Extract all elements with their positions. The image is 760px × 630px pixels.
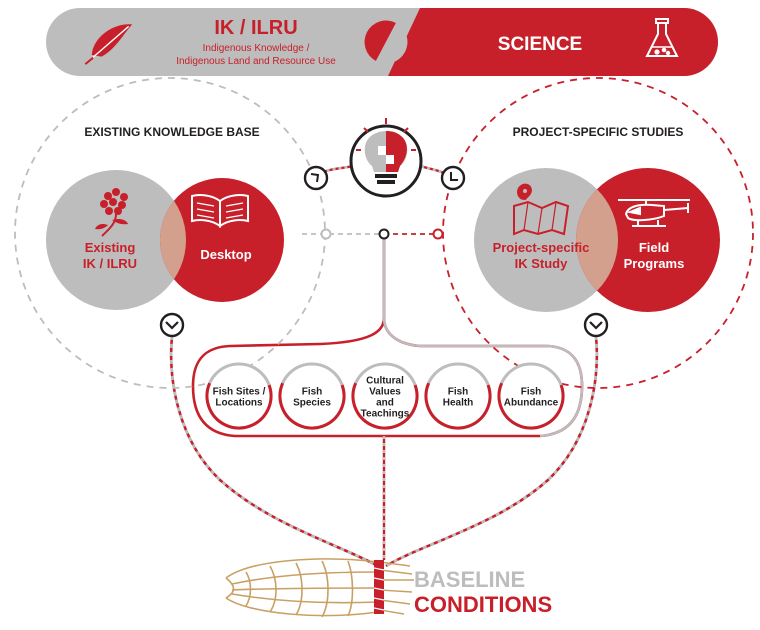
existing-ik-label-line2: IK / ILRU [83,256,137,271]
topic-ring-accent [424,362,492,430]
banner-ik-title: IK / ILRU [214,17,297,39]
existing-knowledge-group: EXISTING KNOWLEDGE BASE Existing IK / IL… [14,77,326,389]
connector-node-left [320,228,332,240]
clock-icon-right [440,165,466,191]
topic-label: Abundance [504,398,559,409]
field-programs-circle [576,168,720,312]
banner-ik-subtitle-line2: Indigenous Land and Resource Use [176,56,336,67]
topic-ring-accent [351,362,419,430]
lightbulb-puzzle-icon [349,118,423,198]
existing-heading: EXISTING KNOWLEDGE BASE [84,125,259,139]
clock-icon-left [303,165,329,191]
conditions-label: CONDITIONS [414,592,552,617]
baseline-label: BASELINE [414,567,525,592]
field-programs-label-line2: Programs [624,256,685,271]
topic-label: and [376,398,394,409]
map-pin-icon [513,183,570,236]
topic-label: Fish [302,387,323,398]
banner-science-title: SCIENCE [498,34,582,55]
connector-node-right [432,228,444,240]
topic-label: Locations [215,398,263,409]
banner-divider-icon [364,20,408,64]
topic-label: Fish [448,387,469,398]
topic-ring-accent [497,362,565,430]
banner-ik-subtitle-line1: Indigenous Knowledge / [203,43,310,54]
topic-label: Values [369,387,401,398]
desktop-label: Desktop [200,247,251,262]
topic-circles: Fish Sites /LocationsFishSpeciesCultural… [205,362,565,430]
connector-node-center [378,228,390,240]
topic-label: Species [293,398,331,409]
topic-label: Fish [521,387,542,398]
topic-ring-accent [205,362,273,430]
existing-ik-circle [46,170,186,310]
topic-ring-accent [278,362,346,430]
project-ik-label-line1: Project-specific [493,240,590,255]
project-specific-group: PROJECT-SPECIFIC STUDIES Project-specifi… [442,77,754,389]
topic-circle: Fish Sites /Locations [205,362,273,430]
top-banner: IK / ILRU Indigenous Knowledge / Indigen… [46,8,718,76]
field-programs-label-line1: Field [639,240,669,255]
banner-science-half [388,8,718,76]
flask-icon [645,18,679,57]
topic-label: Cultural [366,376,404,387]
chevron-down-icon-right [583,312,609,338]
feather-icon [84,24,133,65]
chevron-down-icon-left [159,312,185,338]
project-ik-label-line2: IK Study [515,256,568,271]
book-icon [191,194,249,228]
topic-label: Fish Sites / [213,387,266,398]
fish-trap-icon [225,558,414,618]
existing-ik-label-line1: Existing [85,240,136,255]
flower-icon [95,188,128,237]
project-heading: PROJECT-SPECIFIC STUDIES [513,125,684,139]
topic-label: Teachings [361,409,410,420]
helicopter-icon [618,199,690,227]
project-ik-circle [474,168,618,312]
topic-label: Health [443,398,474,409]
